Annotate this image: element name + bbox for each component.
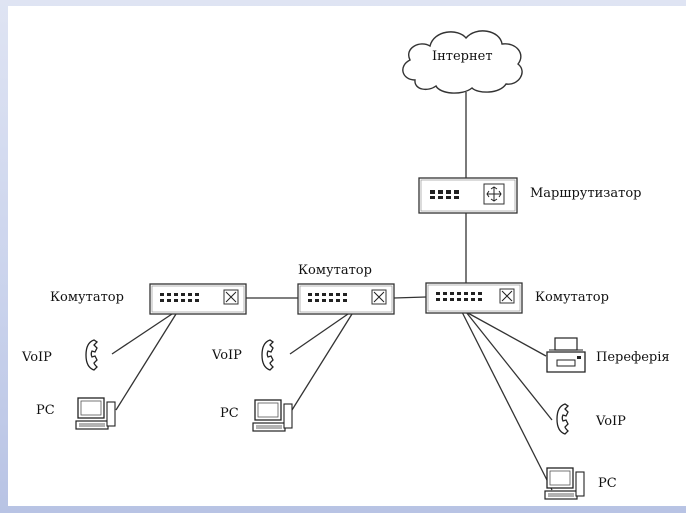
internet-label: Інтернет [432,49,493,64]
link-left-voip [111,313,173,355]
switch-right-device [425,282,523,314]
pc-left-icon [75,397,116,430]
voip-phone-mid-icon [261,339,275,371]
link-mid-voip [289,313,349,355]
switch-mid-label: Комутатор [298,263,372,278]
link-mid-pc [291,313,353,411]
router-label: Маршрутизатор [530,186,642,201]
switch-right-label: Комутатор [535,290,609,305]
diagram-canvas [8,6,686,506]
pc-right-icon [544,467,585,500]
switch-left-label: Комутатор [50,290,124,305]
voip-right-label: VoIP [596,414,626,429]
internet-cloud [402,30,523,94]
pc-right-label: PC [598,476,617,491]
voip-left-label: VoIP [22,350,52,365]
printer-icon [546,337,586,373]
link-right-peripheral [465,311,547,357]
pc-mid-icon [252,399,293,432]
connection-lines [111,92,553,491]
pc-mid-label: PC [220,406,239,421]
link-left-pc [115,313,177,411]
router-device [418,177,518,214]
switch-mid-device [297,283,395,315]
peripheral-label: Переферія [596,350,670,365]
voip-mid-label: VoIP [212,348,242,363]
link-right-pc [461,311,553,491]
pc-left-label: PC [36,403,55,418]
switch-left-device [149,283,247,315]
voip-phone-left-icon [85,339,99,371]
link-right-voip [465,311,553,421]
link-switch-mid-right [393,296,427,299]
voip-phone-right-icon [556,403,570,435]
